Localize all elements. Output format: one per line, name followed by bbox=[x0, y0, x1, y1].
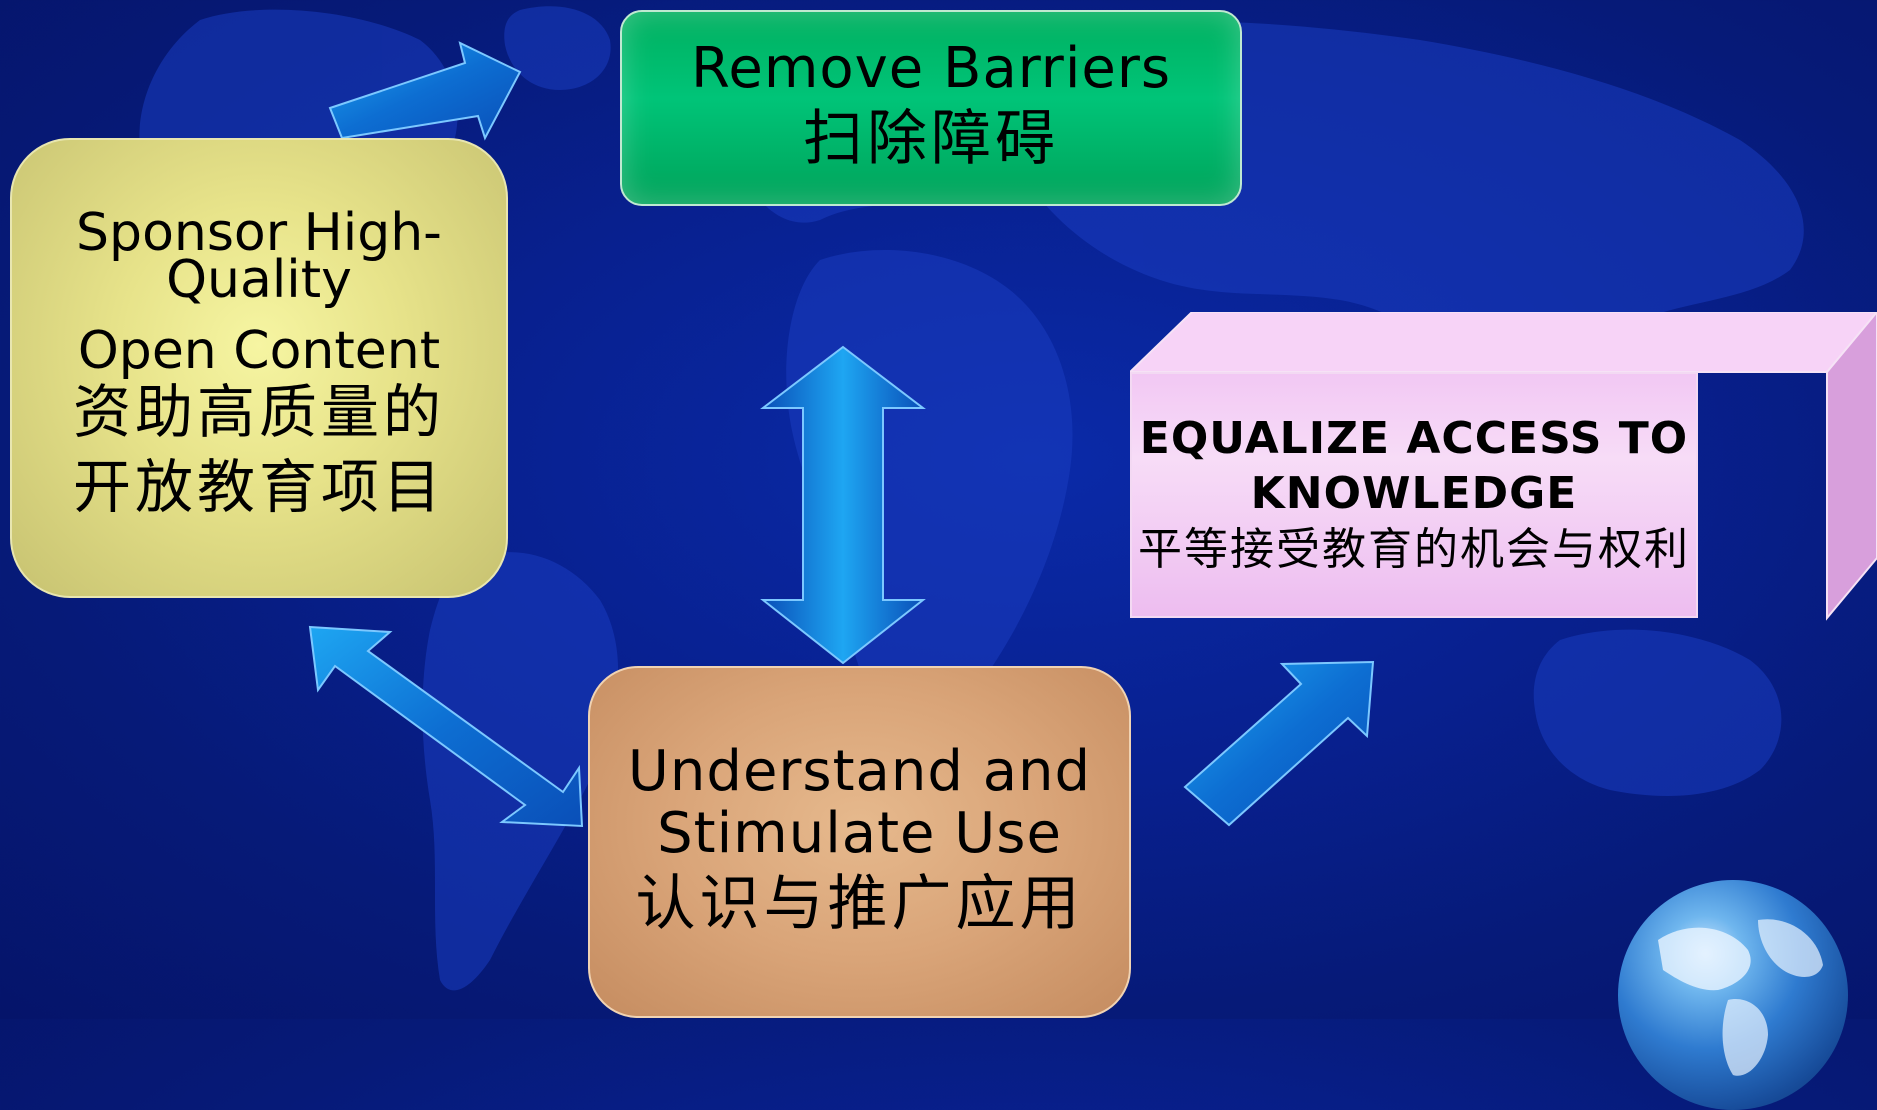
globe-icon bbox=[1618, 880, 1848, 1110]
arrow-sponsor-understand-bidirectional bbox=[308, 625, 584, 828]
continent-greenland bbox=[504, 6, 611, 90]
equalize-box-top-face bbox=[1130, 312, 1877, 373]
sponsor-en-line1: Sponsor High- bbox=[76, 203, 442, 264]
remove-barriers-cn: 扫除障碍 bbox=[803, 103, 1059, 174]
understand-stimulate-box: Understand and Stimulate Use 认识与推广应用 bbox=[588, 666, 1131, 1018]
understand-en-line1: Understand and bbox=[627, 739, 1092, 805]
sponsor-cn-line2: 开放教育项目 bbox=[72, 453, 445, 522]
equalize-access-box: EQUALIZE ACCESS TO KNOWLEDGE 平等接受教育的机会与权… bbox=[1130, 372, 1698, 618]
sponsor-cn-line1: 资助高质量的 bbox=[72, 377, 445, 446]
remove-barriers-en: Remove Barriers bbox=[690, 36, 1172, 102]
globe-continents bbox=[1658, 919, 1823, 1076]
understand-en-line2: Stimulate Use bbox=[657, 801, 1062, 866]
arrow-remove-understand-bidirectional bbox=[760, 345, 926, 665]
equalize-en-line2: KNOWLEDGE bbox=[1250, 468, 1578, 520]
arrows-layer bbox=[308, 41, 1375, 828]
arrow-understand-to-equalize bbox=[1183, 660, 1375, 827]
sponsor-en-line3: Open Content bbox=[77, 321, 441, 381]
equalize-cn: 平等接受教育的机会与权利 bbox=[1138, 524, 1690, 576]
equalize-en-line1: EQUALIZE ACCESS TO bbox=[1139, 413, 1689, 465]
arrow-sponsor-to-remove bbox=[328, 41, 522, 141]
continent-australia bbox=[1533, 629, 1782, 796]
equalize-box-3d-frame bbox=[1130, 312, 1877, 621]
sponsor-en-line2: Quality bbox=[166, 250, 352, 311]
understand-cn: 认识与推广应用 bbox=[635, 868, 1084, 939]
sponsor-content-box: Sponsor High- Quality Open Content 资助高质量… bbox=[10, 138, 508, 598]
remove-barriers-box: Remove Barriers 扫除障碍 bbox=[620, 10, 1242, 206]
equalize-box-side-face bbox=[1826, 312, 1877, 621]
